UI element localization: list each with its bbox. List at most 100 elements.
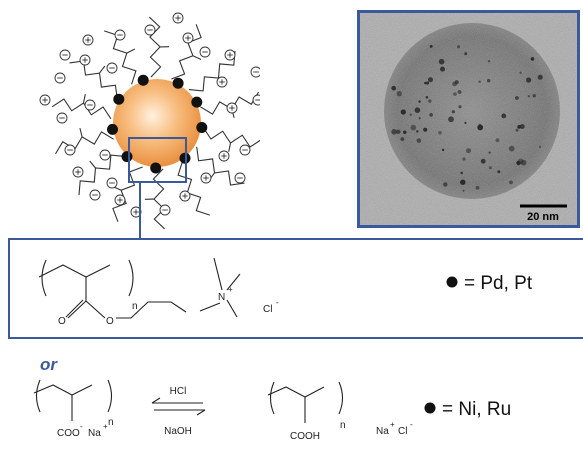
tem-nanoparticle-speck [488,166,492,170]
tem-nanoparticle-speck [495,138,500,143]
tem-nanoparticle-speck [416,138,422,143]
negative-charge-icon [84,99,96,111]
positive-charge-icon [114,194,126,206]
tem-nanoparticle-speck [487,60,491,63]
tem-nanoparticle-speck [517,125,522,129]
tem-nanoparticle-speck [429,113,433,117]
negative-charge-icon [114,29,126,41]
tem-nanoparticle-speck [538,145,542,149]
tem-nanoparticle-speck [509,180,513,185]
metal-dot [150,162,162,174]
or-separator: or [40,355,57,374]
positive-charge-icon [179,190,191,202]
tem-nanoparticle-speck [416,130,419,133]
tem-nanoparticle-speck [410,124,417,131]
polymer-branch [82,94,86,104]
tem-nanoparticle-speck [515,96,519,100]
tem-nanoparticle-speck [475,186,480,190]
repeat-subscript: n [132,301,138,312]
polymer-branch [126,48,136,54]
tem-nanoparticle-speck [443,182,448,187]
positive-charge-icon [218,150,230,162]
tem-nanoparticle-speck [508,145,515,152]
tem-nanoparticle-speck [441,148,445,152]
nanoparticle-core [113,79,201,167]
negative-charge-icon [252,94,260,106]
tem-nanoparticle-speck [532,94,536,98]
polymer-branch [192,55,202,61]
polymer-chain [171,24,202,80]
negative-charge-icon [99,149,111,161]
tem-nanoparticle-speck [458,105,462,109]
nitrogen-charge: + [228,285,233,294]
tem-nanoparticle-speck [487,79,491,83]
tem-nanoparticle-speck [516,160,521,166]
tem-image: 20 nm [357,10,580,228]
pd-pt-legend: = Pd, Pt [464,273,533,294]
sodium-counterion: Na [88,428,101,439]
metal-dot [137,74,149,86]
tem-nanoparticle-speck [423,127,428,132]
negative-charge-icon [199,46,211,58]
chloride-ion: Cl [263,304,272,315]
tem-nanoparticle-speck [501,113,507,119]
tem-nanoparticle-speck [425,81,430,85]
salt-sodium-charge: + [390,420,395,429]
tem-nanoparticle-speck [428,99,432,103]
structure-box [8,238,583,339]
negative-charge-icon [106,62,118,74]
metal-dot [191,96,203,108]
positive-charge-icon [200,172,212,184]
negative-charge-icon [56,112,68,124]
carbonyl-oxygen: O [58,316,66,327]
tem-nanoparticle-speck [488,151,491,154]
ester-oxygen: O [106,316,114,327]
positive-charge-icon [224,49,236,61]
positive-charge-icon [216,76,228,88]
left-repeat-subscript: n [108,417,114,428]
tem-nanoparticle-speck [403,130,407,134]
tem-nanoparticle-speck [438,131,442,135]
positive-charge-icon [82,34,94,46]
tem-nanoparticle-speck [530,57,535,61]
tem-nanoparticle-speck [428,77,433,83]
tem-nanoparticle-speck [391,129,397,135]
negative-charge-icon [250,66,260,78]
tem-nanoparticle-speck [440,66,445,72]
tem-nanoparticle-speck [464,121,467,124]
tem-nanoparticle-speck [400,109,406,115]
tem-nanoparticle-speck [418,100,421,103]
tem-nanoparticle-speck [462,157,466,161]
cationic-polymer-structure: n O O N + Cl - = Pd, Pt [38,257,533,327]
polymer-branch [228,142,232,152]
metal-dot [121,151,133,163]
naoh-label: NaOH [164,426,192,437]
tem-nanoparticle-speck [429,44,433,48]
scale-bar-label: 20 nm [527,211,559,223]
positive-charge-icon [172,12,184,24]
tem-nanoparticle-speck [396,91,402,97]
tem-nanoparticle-speck [460,179,466,185]
tem-nanoparticle-speck [396,129,401,134]
sodium-charge: + [103,422,108,431]
negative-charge-icon [59,49,71,61]
tem-nanoparticle-speck [409,113,412,116]
anionic-polymer-equilibrium: n COO - Na + HCl NaOH n COOH Na + Cl - =… [33,379,511,442]
hcl-label: HCl [170,386,187,397]
polymer-chain [152,168,165,230]
carboxylate-charge: - [80,422,83,431]
negative-charge-icon [239,144,251,156]
tem-nanoparticle-speck [464,52,468,56]
polymer-chain [202,126,260,148]
negative-charge-icon [144,24,156,36]
tem-nanoparticle-speck [452,81,457,87]
polymer-branch [79,127,83,138]
tem-nanoparticle-speck [515,128,519,132]
polymer-branch [89,160,96,169]
positive-charge-icon [39,94,51,106]
tem-nanoparticle-speck [457,90,462,94]
tem-nanoparticle-speck [466,148,471,154]
tem-nanoparticle-speck [519,124,525,129]
tem-nanoparticle-speck [478,80,481,83]
tem-nanoparticle-speck [457,45,460,49]
